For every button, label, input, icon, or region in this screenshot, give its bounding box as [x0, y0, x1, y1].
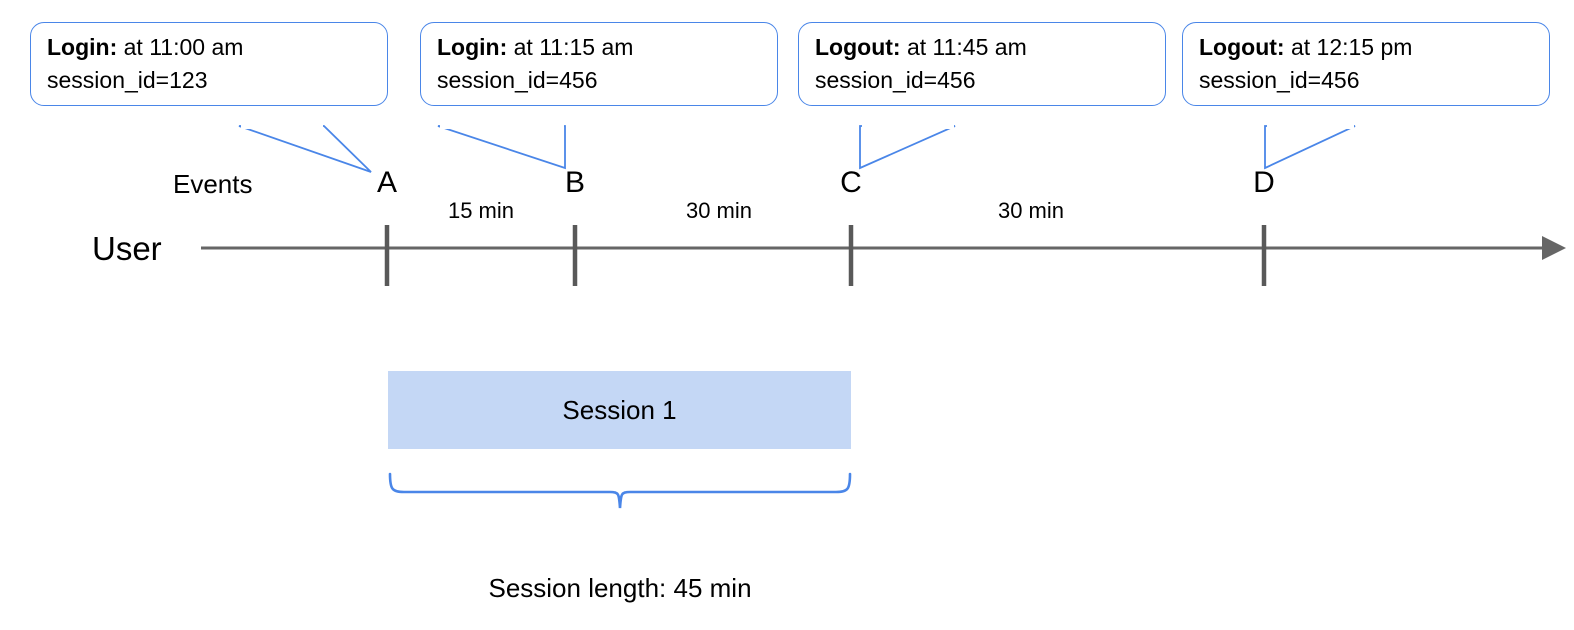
callout-c-session-id: session_id=456 [815, 67, 976, 93]
callout-d-session-id: session_id=456 [1199, 67, 1360, 93]
callout-a-event-type: Login: [47, 34, 118, 60]
callout-a-session-id: session_id=123 [47, 67, 208, 93]
callout-d-tail-join-mask [1267, 120, 1354, 129]
session-length-caption: Session length: 45 min [488, 573, 752, 603]
user-row-label: User [92, 230, 162, 267]
callout-c-tail-join-mask [862, 120, 954, 129]
callout-event-a: Login: at 11:00 am session_id=123 [30, 22, 388, 106]
callout-c-event-type: Logout: [815, 34, 901, 60]
event-marker-b: B [564, 166, 586, 199]
callout-d-event-type: Logout: [1199, 34, 1285, 60]
callout-b-event-time: at 11:15 am [507, 34, 634, 60]
event-marker-a: A [376, 166, 398, 199]
callout-c-tail [859, 125, 956, 170]
timeline-axis-arrowhead [1542, 236, 1566, 260]
callout-event-d: Logout: at 12:15 pm session_id=456 [1182, 22, 1550, 106]
callout-a-tail [238, 125, 372, 173]
callout-b-tail-join-mask [440, 120, 564, 129]
callout-c-event-time: at 11:45 am [900, 34, 1027, 60]
callout-d-event-time: at 12:15 pm [1284, 34, 1413, 60]
callout-b-tail [437, 125, 566, 170]
session-bar-label: Session 1 [562, 394, 677, 425]
gap-label-c-d: 30 min [997, 198, 1065, 223]
callout-event-c: Logout: at 11:45 am session_id=456 [798, 22, 1166, 106]
callout-event-b: Login: at 11:15 am session_id=456 [420, 22, 778, 106]
event-marker-d: D [1253, 166, 1275, 199]
callout-b-session-id: session_id=456 [437, 67, 598, 93]
session-bar: Session 1 [388, 371, 851, 449]
gap-label-b-c: 30 min [685, 198, 753, 223]
events-row-label: Events [173, 169, 253, 199]
callout-a-tail-join-mask [241, 120, 323, 129]
callout-b-event-type: Login: [437, 34, 508, 60]
callout-a-event-time: at 11:00 am [117, 34, 244, 60]
event-marker-c: C [840, 166, 862, 199]
gap-label-a-b: 15 min [447, 198, 515, 223]
callout-d-tail [1264, 125, 1356, 170]
session-length-brace [388, 472, 852, 509]
